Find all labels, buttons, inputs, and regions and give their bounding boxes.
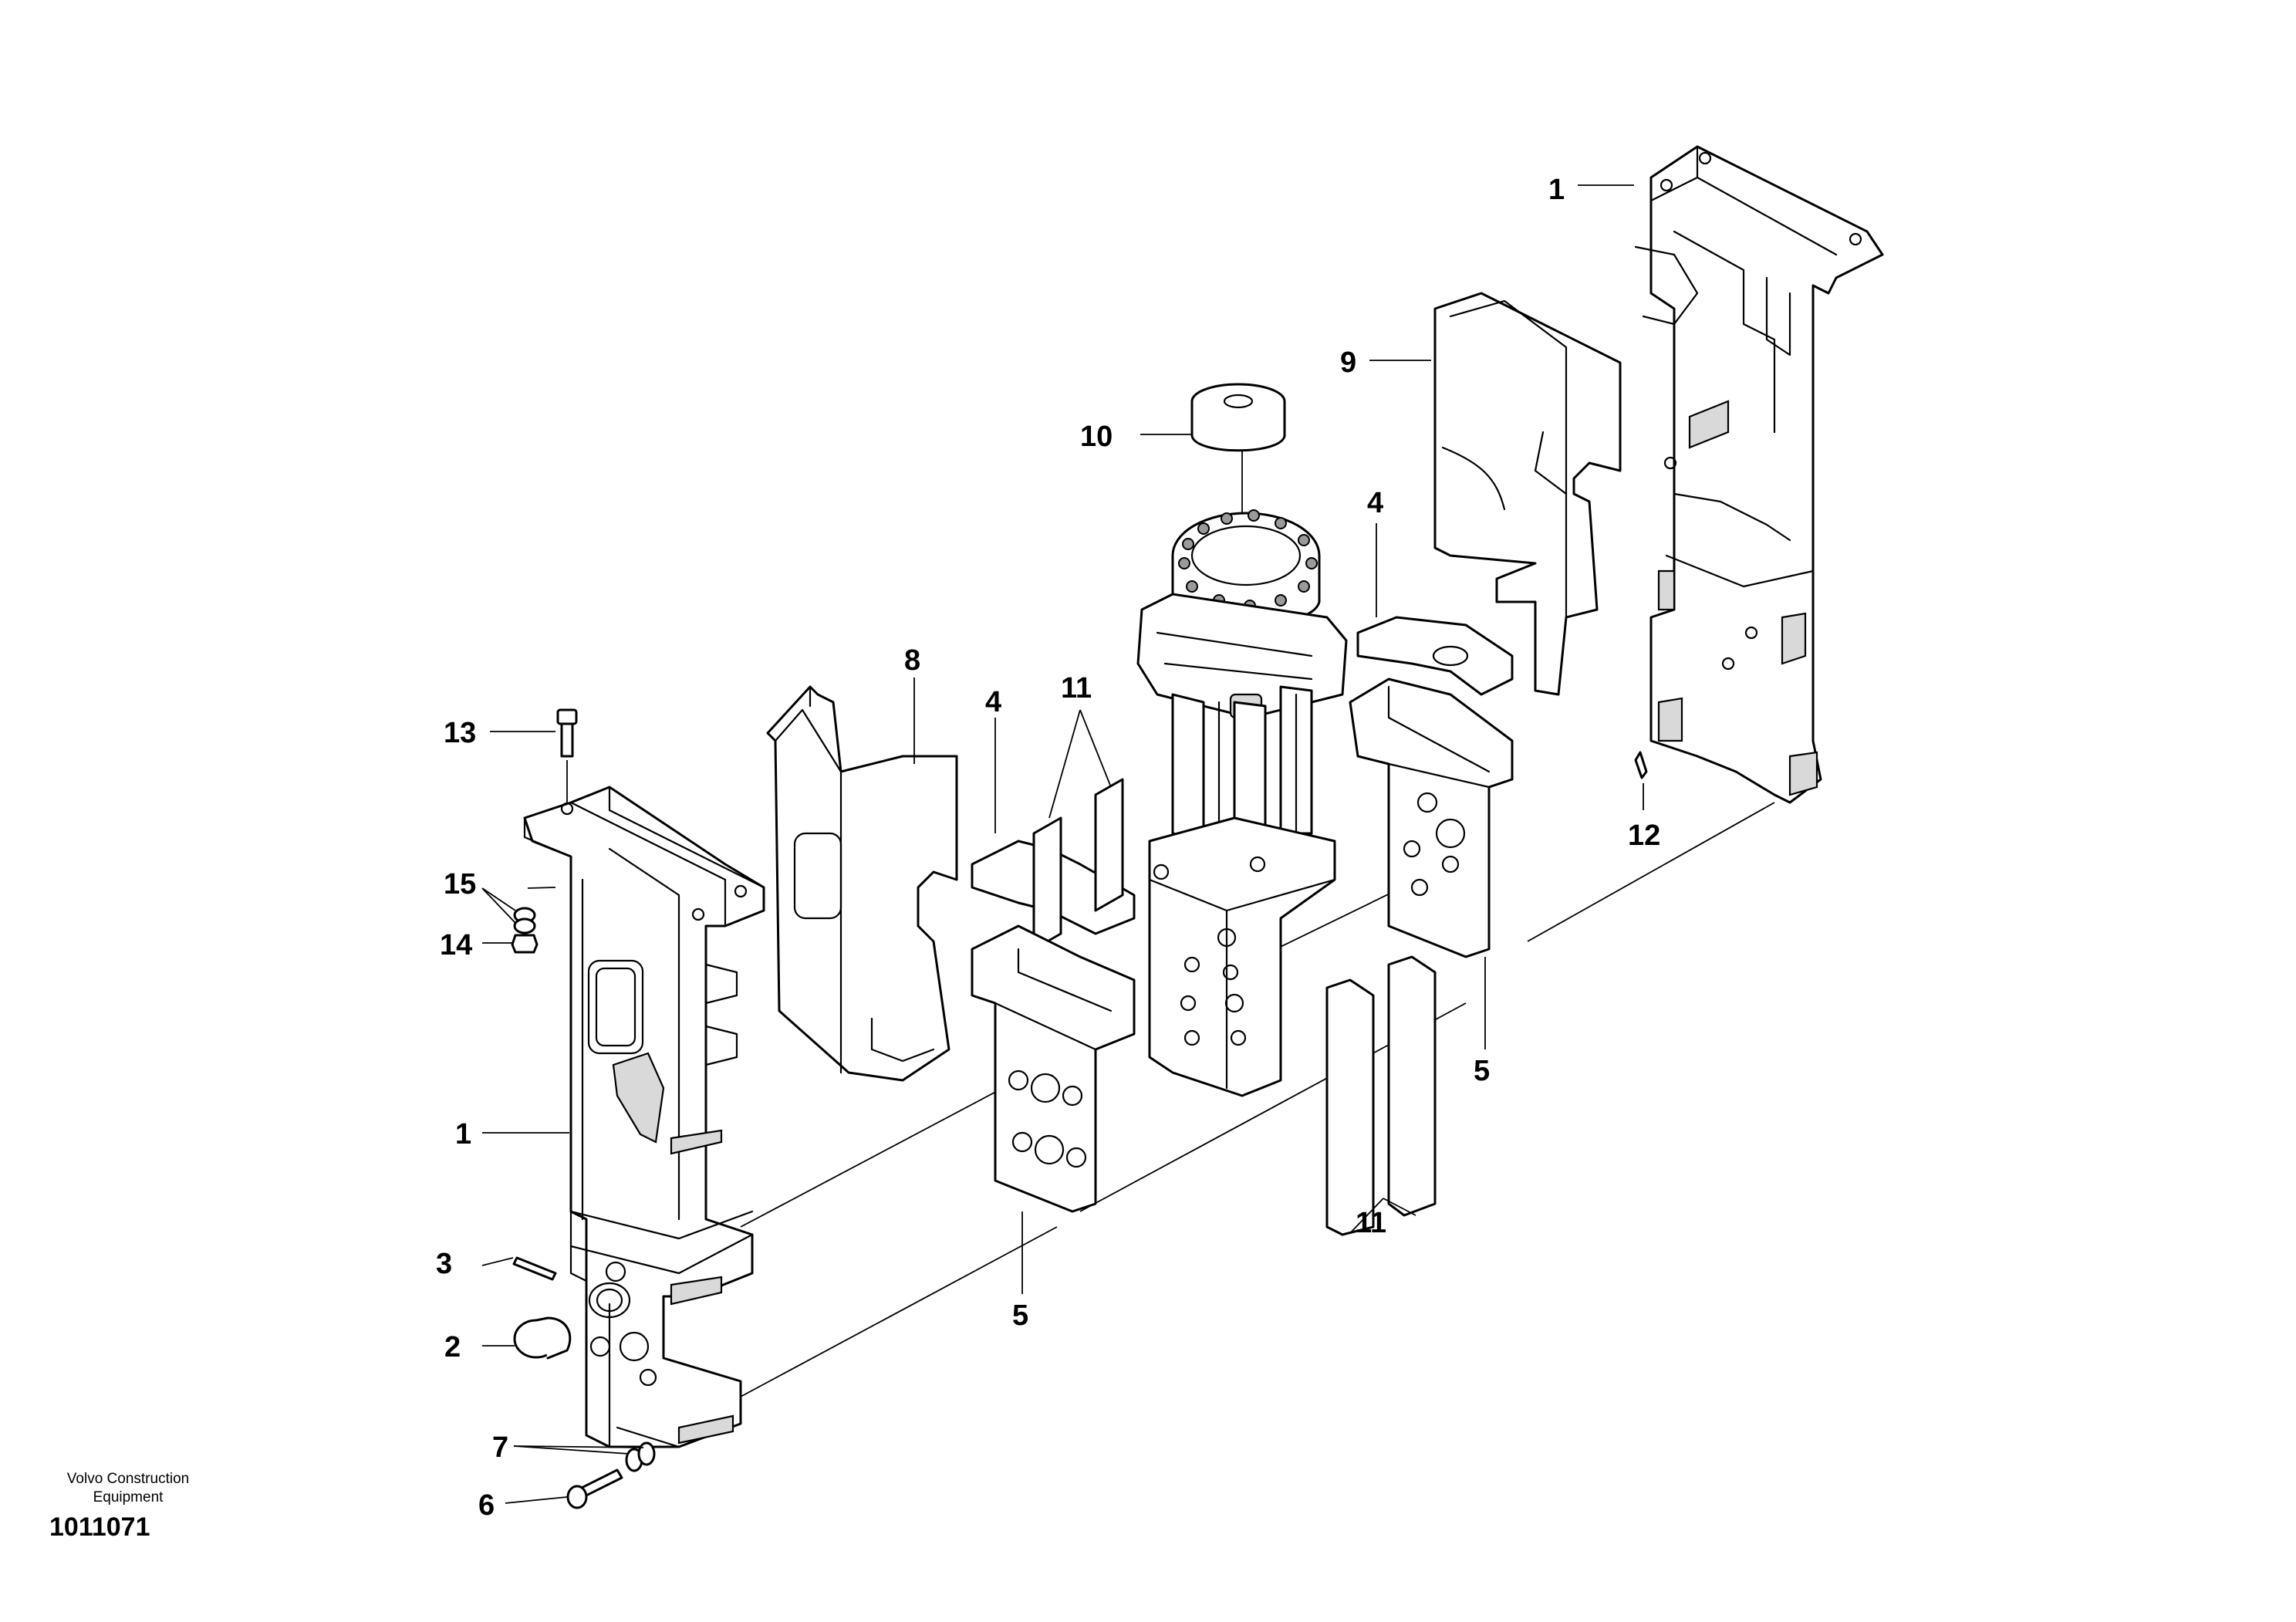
callout-11-top: 11 (1061, 672, 1092, 705)
buffer-part-10 (1190, 383, 1286, 452)
nut-part-14 (511, 934, 539, 954)
brand-line-1: Volvo Construction (66, 1471, 190, 1487)
callout-1-top: 1 (1548, 174, 1565, 206)
wear-plates-part-11-top (1032, 778, 1124, 951)
brand-line-2: Equipment (93, 1489, 164, 1505)
callout-11-bottom: 11 (1356, 1207, 1386, 1239)
washers-part-15 (513, 907, 536, 934)
liner-part-9 (1433, 292, 1622, 696)
callout-5-right: 5 (1474, 1055, 1490, 1087)
housing-half-left (523, 786, 765, 1448)
callout-15: 15 (444, 868, 476, 901)
pin-part-3 (512, 1256, 557, 1281)
callout-12: 12 (1628, 819, 1660, 852)
callout-4-right: 4 (1367, 487, 1383, 519)
pin-part-12 (1634, 751, 1648, 779)
bolt-part-13 (556, 708, 578, 758)
clamp-plate-part-4-right (1356, 616, 1514, 696)
adapter-part-5-left (971, 924, 1136, 1213)
adapter-part-5-right (1349, 678, 1514, 958)
callout-2: 2 (444, 1331, 461, 1363)
callout-1-left: 1 (455, 1118, 471, 1151)
callout-10: 10 (1080, 421, 1113, 453)
callout-7: 7 (492, 1431, 508, 1464)
plug-part-2 (513, 1282, 631, 1360)
breaker-power-cell (1136, 509, 1348, 1097)
callout-8: 8 (904, 644, 920, 677)
bolt-ring (1178, 509, 1318, 612)
callout-6: 6 (478, 1489, 495, 1522)
wear-plates-part-11-bottom (1325, 955, 1437, 1236)
callout-4-left: 4 (985, 686, 1001, 718)
callout-leaders (481, 184, 1644, 1504)
callout-14: 14 (440, 929, 472, 961)
screw-part-6 (566, 1468, 623, 1509)
callout-labels: 1 9 10 4 8 4 11 13 15 14 12 5 1 11 3 5 2… (436, 174, 1660, 1522)
washers-part-7 (625, 1441, 656, 1472)
housing-half-right (1634, 145, 1884, 804)
callout-5-left: 5 (1012, 1299, 1028, 1332)
callout-13: 13 (444, 717, 476, 749)
document-number: 1011071 (49, 1512, 150, 1542)
callout-9: 9 (1340, 346, 1356, 379)
callout-3: 3 (436, 1248, 452, 1280)
liner-part-8 (766, 685, 958, 1082)
